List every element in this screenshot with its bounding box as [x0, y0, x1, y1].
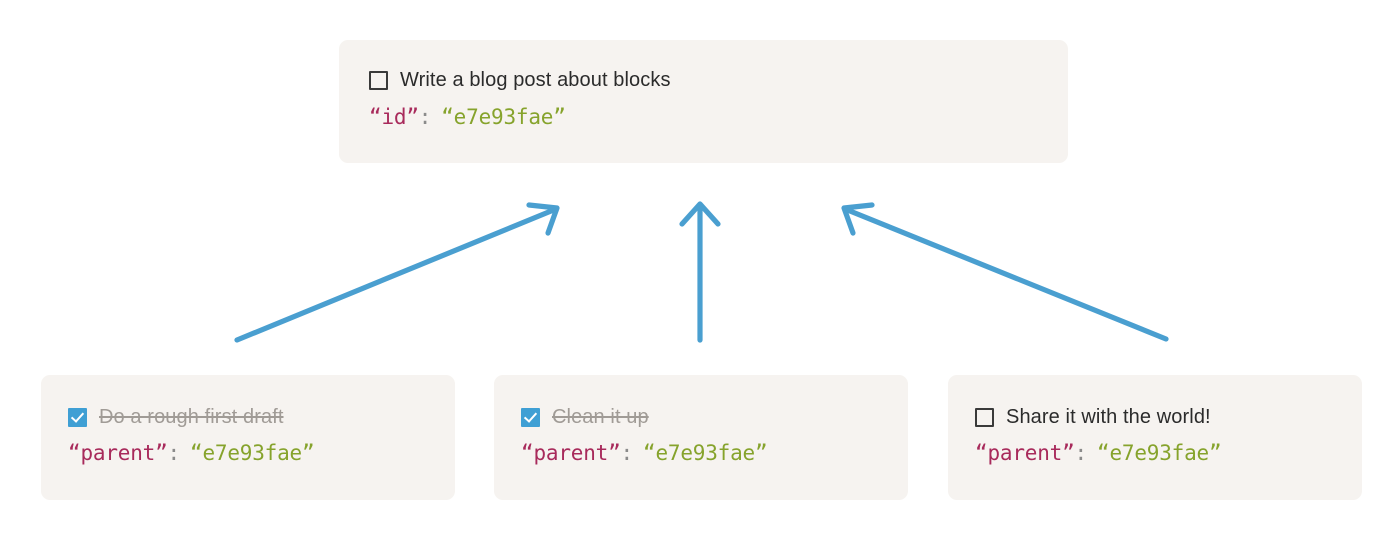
json-value: “e7e93fae” [190, 441, 315, 465]
child-task-row-3[interactable]: Share it with the world! [975, 405, 1362, 429]
arrow-child-3-to-root [841, 202, 1169, 342]
child-json-row-3: “parent”: “e7e93fae” [975, 441, 1362, 465]
child-block-card-1[interactable]: Do a rough first draft “parent”: “e7e93fa… [41, 375, 455, 500]
child-task-label-1: Do a rough first draft [99, 405, 284, 428]
child-json-row-1: “parent”: “e7e93fae” [68, 441, 455, 465]
checkbox-checked-icon[interactable] [68, 407, 87, 427]
json-colon: : [167, 441, 181, 465]
child-task-label-3: Share it with the world! [1006, 405, 1211, 428]
child-task-label-2: Clean it up [552, 405, 649, 428]
child-block-card-2[interactable]: Clean it up “parent”: “e7e93fae” [494, 375, 908, 500]
json-value: “e7e93fae” [643, 441, 768, 465]
arrow-child-1-to-root [234, 202, 560, 343]
json-colon: : [1074, 441, 1088, 465]
json-colon: : [620, 441, 634, 465]
arrow-child-2-to-root [679, 201, 721, 343]
json-value: “e7e93fae” [1097, 441, 1222, 465]
child-task-row-2[interactable]: Clean it up [521, 405, 908, 429]
checkbox-empty-icon[interactable] [975, 407, 994, 427]
child-block-card-3[interactable]: Share it with the world! “parent”: “e7e93… [948, 375, 1362, 500]
child-json-row-2: “parent”: “e7e93fae” [521, 441, 908, 465]
json-key: “id” [369, 105, 419, 129]
checkbox-checked-icon[interactable] [521, 407, 540, 427]
root-block-card[interactable]: Write a blog post about blocks “id”: “e7e… [339, 40, 1068, 163]
json-colon: : [418, 105, 432, 129]
root-json-row: “id”: “e7e93fae” [369, 105, 1068, 129]
json-key: “parent” [68, 441, 168, 465]
checkbox-empty-icon[interactable] [369, 70, 388, 90]
json-key: “parent” [975, 441, 1075, 465]
json-key: “parent” [521, 441, 621, 465]
child-task-row-1[interactable]: Do a rough first draft [68, 405, 455, 429]
root-task-label: Write a blog post about blocks [400, 68, 671, 91]
json-value: “e7e93fae” [441, 105, 566, 129]
root-task-row[interactable]: Write a blog post about blocks [369, 68, 1068, 92]
